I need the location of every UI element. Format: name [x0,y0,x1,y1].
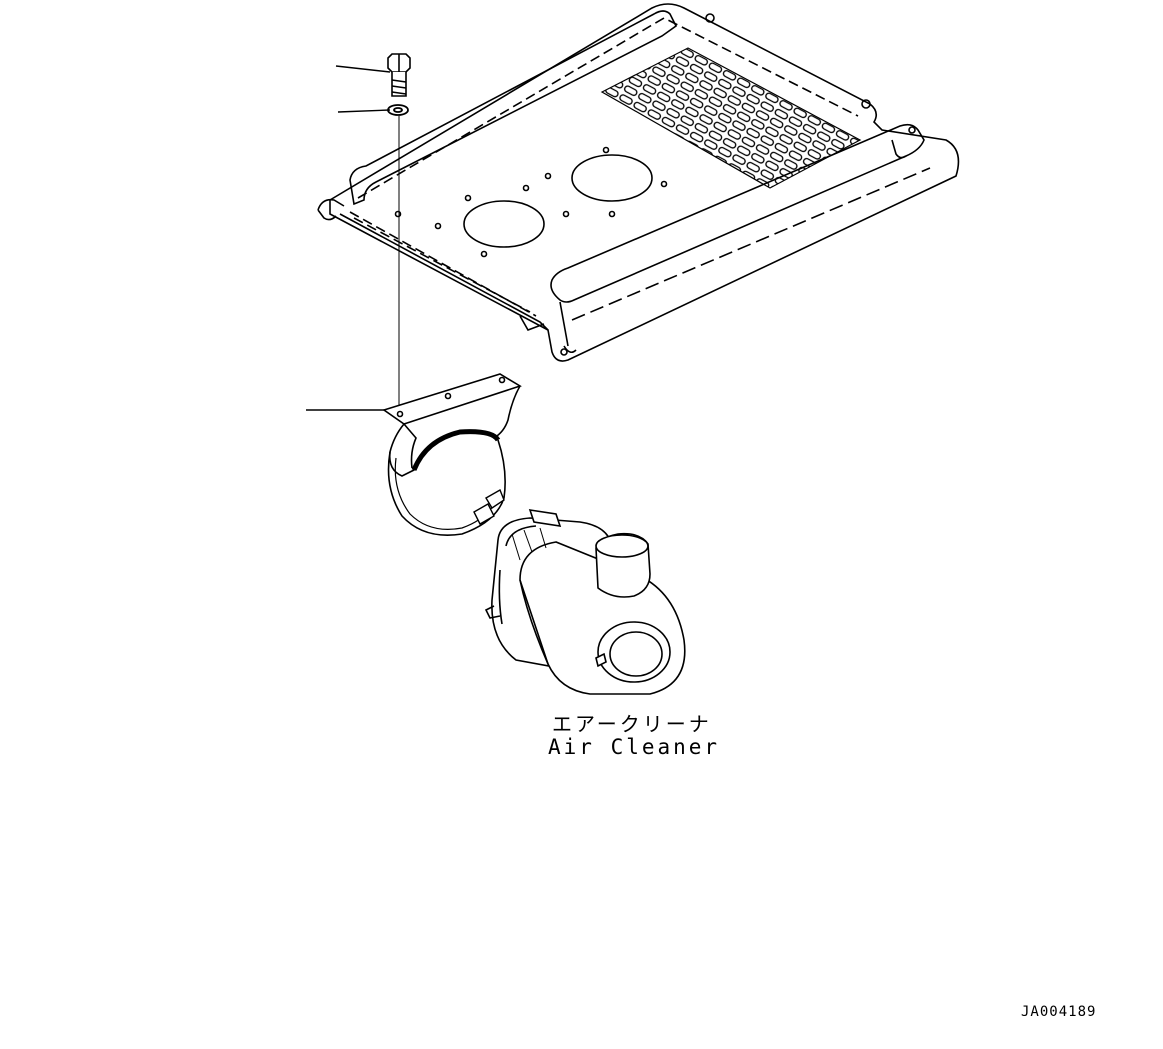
bolt [387,53,411,97]
part-label-japanese: エアークリーナ [552,712,712,736]
mounting-bracket [382,373,522,477]
rim-detail [511,527,547,561]
washer [387,104,409,116]
part-label-english: Air Cleaner [548,735,721,759]
drawing-id: JA004189 [1021,1004,1097,1020]
air-cleaner-body [484,509,686,695]
leader-lines [306,65,391,411]
clamp-band [387,429,506,536]
engine-cover-plate [317,3,960,362]
